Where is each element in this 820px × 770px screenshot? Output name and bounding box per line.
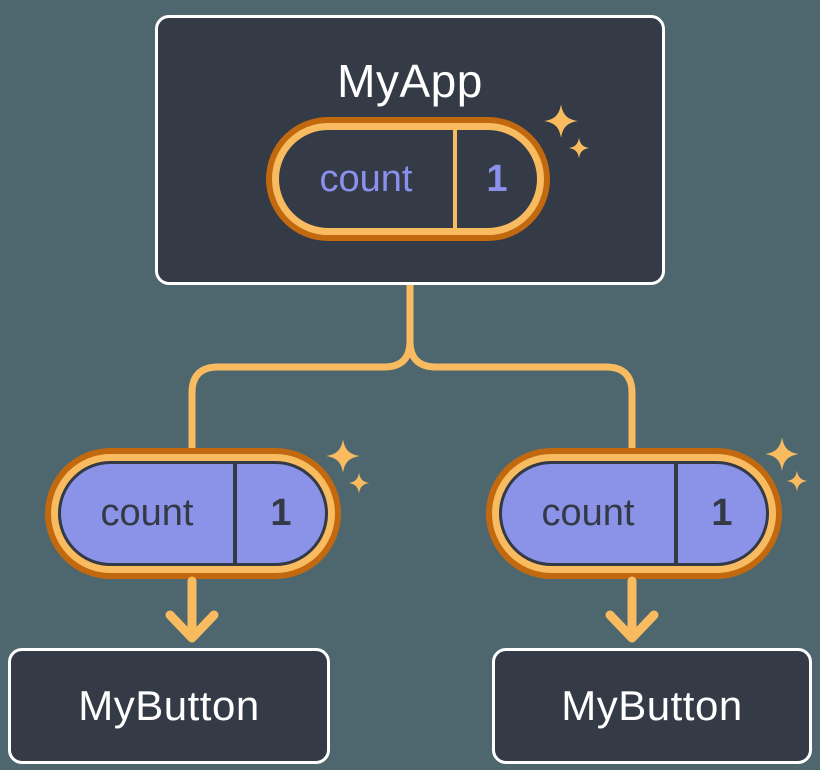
pill-divider xyxy=(453,130,457,228)
state-value-label: 1 xyxy=(486,157,508,200)
state-pill-myapp: count 1 xyxy=(272,123,544,235)
sparkle-small-icon xyxy=(786,470,808,492)
prop-name-label: count xyxy=(100,492,194,534)
prop-value-label: 1 xyxy=(711,492,733,534)
state-name-label: count xyxy=(319,157,413,200)
branch-right-connector xyxy=(406,279,636,460)
sparkle-small-icon xyxy=(348,472,370,494)
node-title: MyButton xyxy=(78,682,260,729)
node-title: MyApp xyxy=(337,55,483,107)
component-node-mybutton-right: MyButton xyxy=(492,648,812,764)
node-title: MyButton xyxy=(561,682,743,729)
component-node-mybutton-left: MyButton xyxy=(8,648,330,764)
prop-pill-mybutton-left: count 1 xyxy=(58,461,328,566)
sparkle-large-icon xyxy=(326,439,360,473)
pill-divider xyxy=(233,464,237,563)
sparkle-large-icon xyxy=(765,437,799,471)
prop-value-label: 1 xyxy=(270,492,292,534)
arrow-right xyxy=(605,576,659,643)
pill-divider xyxy=(674,464,678,563)
prop-pill-mybutton-right: count 1 xyxy=(499,461,769,566)
branch-left-connector xyxy=(188,279,414,460)
prop-name-label: count xyxy=(541,492,635,534)
arrow-left xyxy=(165,576,219,643)
